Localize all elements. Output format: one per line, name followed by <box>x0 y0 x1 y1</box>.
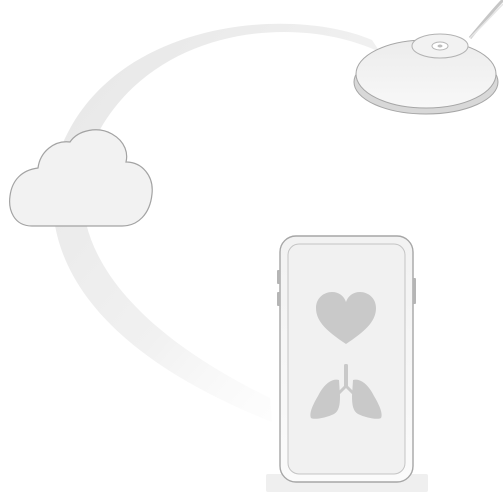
smartphone-icon <box>266 236 428 492</box>
sensor-device-icon <box>354 0 503 114</box>
cloud-icon <box>10 130 153 226</box>
phone-screen <box>288 244 405 474</box>
